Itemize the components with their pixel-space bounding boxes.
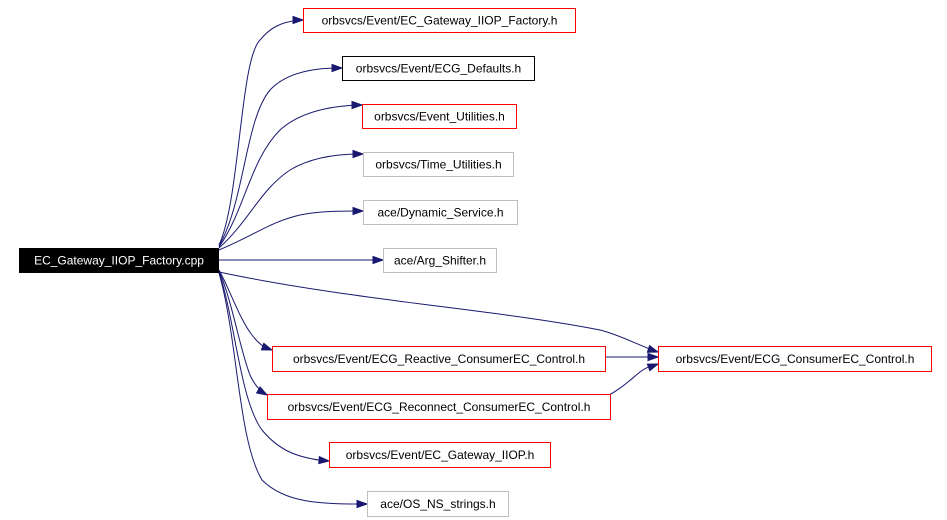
- node-n6[interactable]: ace/Arg_Shifter.h: [383, 248, 497, 273]
- node-label: orbsvcs/Event/EC_Gateway_IIOP.h: [346, 448, 535, 462]
- arrowhead-root-n4: [352, 149, 365, 159]
- edge-root-n8: [218, 269, 270, 350]
- node-n11[interactable]: ace/OS_NS_strings.h: [367, 491, 509, 517]
- arrowhead-root-n5: [352, 206, 365, 216]
- arrowhead-root-n8: [260, 342, 274, 351]
- node-n9[interactable]: orbsvcs/Event/ECG_Reconnect_ConsumerEC_C…: [267, 394, 611, 420]
- arrowhead-root-n10: [318, 455, 331, 465]
- edge-n9-n7: [604, 364, 657, 398]
- node-box: [658, 346, 932, 372]
- arrowhead-root-n3: [351, 100, 364, 110]
- arrowhead-root-n2: [331, 63, 344, 73]
- arrowhead-root-n7: [646, 344, 660, 353]
- node-box: [303, 8, 576, 33]
- nodes-layer: EC_Gateway_IIOP_Factory.cpp orbsvcs/Event…: [19, 8, 932, 517]
- node-label: orbsvcs/Time_Utilities.h: [375, 158, 501, 172]
- node-n7[interactable]: orbsvcs/Event/ECG_ConsumerEC_Control.h: [658, 346, 932, 372]
- node-label: orbsvcs/Event/ECG_Reactive_ConsumerEC_Co…: [293, 352, 585, 366]
- node-label: EC_Gateway_IIOP_Factory.cpp: [34, 254, 204, 268]
- node-box: [19, 248, 219, 273]
- arrowhead-root-n11: [356, 499, 369, 509]
- node-box: [363, 200, 518, 225]
- node-label: orbsvcs/Event/ECG_Defaults.h: [356, 62, 521, 76]
- arrowhead-root-n9: [255, 386, 269, 396]
- node-n2[interactable]: orbsvcs/Event/ECG_Defaults.h: [342, 56, 535, 81]
- node-box: [383, 248, 497, 273]
- node-n1[interactable]: orbsvcs/Event/EC_Gateway_IIOP_Factory.h: [303, 8, 576, 33]
- node-label: orbsvcs/Event/EC_Gateway_IIOP_Factory.h: [322, 14, 558, 28]
- edge-root-n5: [218, 210, 361, 251]
- arrowhead-n9-n7: [646, 363, 660, 372]
- arrowhead-root-n1: [292, 15, 305, 25]
- node-box: [342, 56, 535, 81]
- node-n10[interactable]: orbsvcs/Event/EC_Gateway_IIOP.h: [329, 442, 551, 468]
- node-box: [363, 152, 514, 177]
- node-label: orbsvcs/Event_Utilities.h: [374, 110, 505, 124]
- node-n8[interactable]: orbsvcs/Event/ECG_Reactive_ConsumerEC_Co…: [272, 346, 606, 372]
- node-box: [367, 491, 509, 517]
- edge-root-n1: [218, 19, 301, 246]
- node-label: orbsvcs/Event/ECG_ConsumerEC_Control.h: [676, 352, 915, 366]
- edge-root-n3: [218, 104, 360, 248]
- edge-root-n2: [218, 67, 340, 247]
- node-box: [329, 442, 551, 468]
- node-n4[interactable]: orbsvcs/Time_Utilities.h: [363, 152, 514, 177]
- edge-root-n10: [218, 271, 327, 462]
- edge-root-n4: [218, 153, 361, 249]
- node-n5[interactable]: ace/Dynamic_Service.h: [363, 200, 518, 225]
- node-label: orbsvcs/Event/ECG_Reconnect_ConsumerEC_C…: [288, 400, 591, 414]
- node-label: ace/OS_NS_strings.h: [380, 497, 495, 511]
- node-box: [267, 394, 611, 420]
- node-box: [272, 346, 606, 372]
- edge-root-n11: [218, 272, 365, 505]
- node-label: ace/Arg_Shifter.h: [394, 254, 486, 268]
- edges-layer: [218, 15, 660, 509]
- node-box: [362, 104, 517, 129]
- node-label: ace/Dynamic_Service.h: [377, 206, 503, 220]
- arrowhead-n8-n7: [647, 352, 660, 362]
- arrowhead-root-n6: [372, 255, 385, 265]
- root-node[interactable]: EC_Gateway_IIOP_Factory.cpp: [19, 248, 219, 273]
- node-n3[interactable]: orbsvcs/Event_Utilities.h: [362, 104, 517, 129]
- edge-root-n7: [218, 271, 656, 352]
